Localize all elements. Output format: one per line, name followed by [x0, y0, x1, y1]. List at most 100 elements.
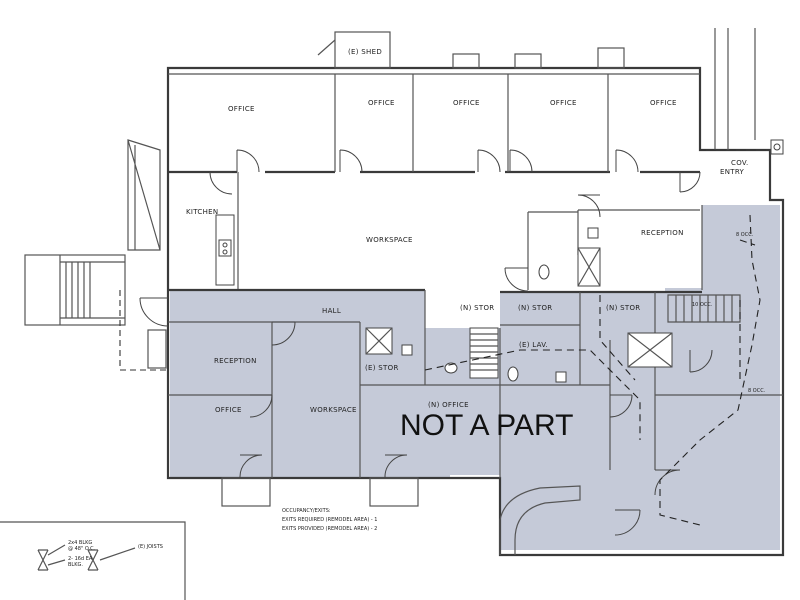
room-label-e-lav: (E) LAV. [519, 341, 548, 349]
sink-drain [222, 249, 228, 255]
ramp-dashed [119, 290, 168, 371]
stair-treads [470, 333, 498, 371]
stair-steps [59, 255, 125, 325]
occupancy-title: OCCUPANCY/EXITS: [282, 508, 331, 514]
door-swing [339, 149, 363, 173]
egress-path [739, 239, 756, 246]
shed-door [317, 39, 336, 56]
shed-outline [334, 31, 391, 69]
ramp-box [147, 329, 167, 369]
room-label-cov-entry: COV. [731, 159, 749, 167]
blocking-symbol [87, 549, 99, 571]
room-label-cov-entry: ENTRY [720, 168, 745, 176]
entry-column-dot [773, 143, 781, 151]
sink-icon [587, 227, 599, 239]
shower-x [577, 247, 601, 287]
door-swing [504, 267, 529, 292]
detail-legend: 2x4 BLKG @ 48" O.C. 2- 16d EA. BLKG. (E)… [0, 521, 186, 600]
room-label-e-stor: (E) STOR [365, 364, 399, 372]
sink-icon [401, 344, 413, 356]
exits-required: EXITS REQUIRED (REMODEL AREA) - 1 [282, 517, 377, 523]
toilet-icon [444, 362, 458, 374]
legend-text: 2x4 BLKG [68, 540, 92, 546]
occupancy-label: 10 OCC. [692, 302, 713, 308]
door-swing [654, 469, 681, 496]
bay-1 [221, 477, 271, 507]
bumpout-1 [452, 53, 480, 69]
occupancy-label: 8 OCC. [736, 232, 754, 238]
egress-path [424, 349, 641, 440]
bay-2 [369, 477, 419, 507]
building-walls [166, 28, 785, 557]
mech-closet-x [627, 332, 673, 368]
door-swing [609, 394, 633, 418]
legend-text: @ 48" O.C. [68, 546, 96, 552]
room-labels: (E) SHED OFFICE OFFICE OFFICE OFFICE OFF… [186, 48, 766, 414]
door-swing [236, 149, 260, 173]
legend-text: 2- 16d EA. [68, 556, 94, 562]
leader-line [47, 544, 136, 566]
bumpout-2 [514, 53, 542, 69]
door-swing [239, 454, 263, 479]
door-swing [615, 149, 639, 173]
door-swing [384, 454, 408, 479]
bumpout-3 [597, 47, 625, 69]
room-label-workspace: WORKSPACE [366, 236, 413, 244]
room-label-n-stor: (N) STOR [518, 304, 552, 312]
room-label-office: OFFICE [550, 99, 577, 107]
not-a-part-label: NOT A PART [400, 409, 573, 442]
room-label-shed: (E) SHED [348, 48, 382, 56]
room-label-hall: HALL [322, 307, 341, 315]
egress-path [599, 295, 636, 381]
lower-partitions [168, 290, 783, 478]
exterior-stair [24, 139, 168, 371]
legend-frame [0, 521, 186, 600]
door-swing [477, 149, 501, 173]
door-swing [614, 509, 641, 536]
room-label-office: OFFICE [215, 406, 242, 414]
legend-text: (E) JOISTS [138, 544, 163, 550]
room-label-reception: RECEPTION [641, 229, 684, 237]
room-label-reception: RECEPTION [214, 357, 257, 365]
door-swing [679, 171, 701, 193]
toilet-icon [538, 264, 550, 280]
blocking-symbol [37, 549, 49, 571]
legend-text: BLKG. [68, 562, 83, 568]
egress-paths [424, 214, 761, 526]
room-label-kitchen: KITCHEN [186, 208, 218, 216]
room-label-n-stor: (N) STOR [606, 304, 640, 312]
egress-path [659, 214, 761, 526]
ramp [127, 139, 161, 251]
room-label-workspace: WORKSPACE [310, 406, 357, 414]
door-swing [689, 349, 713, 373]
cov-entry-posts [714, 28, 756, 150]
door-swing [249, 394, 273, 418]
room-label-n-stor: (N) STOR [460, 304, 494, 312]
room-label-office: OFFICE [453, 99, 480, 107]
room-label-office: OFFICE [368, 99, 395, 107]
occupancy-label: 8 OCC. [748, 388, 766, 394]
toilet-icon [507, 366, 519, 382]
stor-closet-x [365, 327, 393, 355]
exits-provided: EXITS PROVIDED (REMODEL AREA) - 2 [282, 526, 377, 532]
door-swing [271, 321, 296, 346]
room-label-office: OFFICE [228, 105, 255, 113]
door-swing [577, 194, 601, 218]
curved-wall [499, 485, 581, 555]
occupancy-notes: OCCUPANCY/EXITS: EXITS REQUIRED (REMODEL… [282, 508, 377, 532]
room-label-n-office: (N) OFFICE [428, 401, 469, 409]
stair-landing [24, 254, 126, 326]
door-swings [139, 149, 713, 536]
stair-treads-right [667, 294, 741, 323]
office-partitions [168, 73, 700, 172]
door-swing [509, 149, 533, 173]
room-label-office: OFFICE [650, 99, 677, 107]
hall-top-wall [168, 288, 702, 294]
sink-icon [555, 371, 567, 383]
door-swing [209, 171, 233, 195]
door-swing [139, 297, 169, 327]
sink-drain [222, 242, 228, 248]
reception-walls [527, 205, 703, 290]
kitchen-sink [218, 239, 232, 257]
